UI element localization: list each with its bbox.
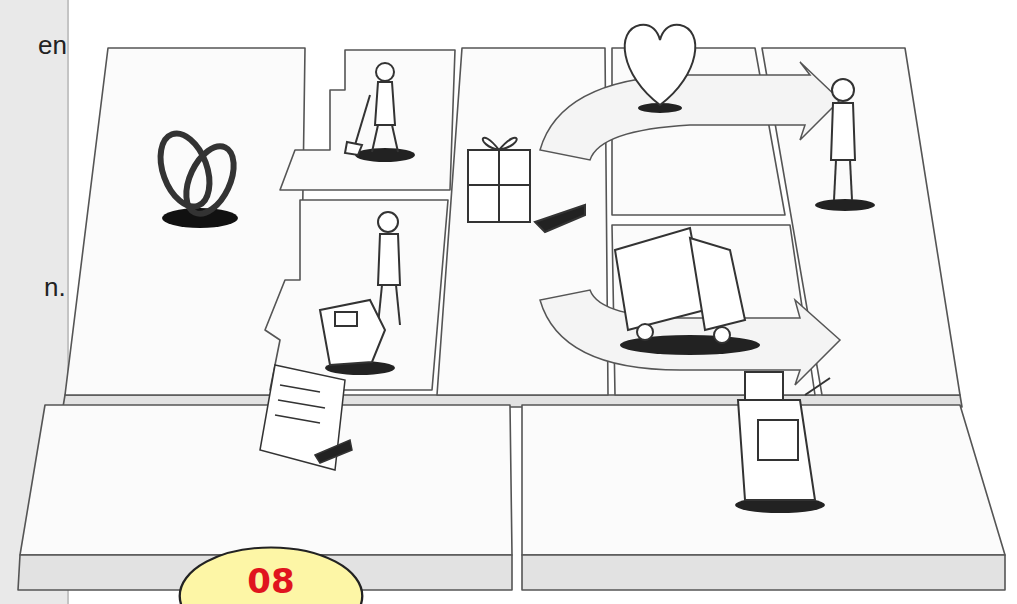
rings-icon [151,127,243,228]
callout-number: 08 [178,564,364,598]
customer-person [815,79,875,211]
heart-icon [625,25,696,105]
cash-register-icon [735,372,830,513]
truck-icon [615,228,760,355]
gift-icon [468,138,585,232]
side-text: n. [44,272,66,303]
side-text: en [38,30,67,61]
canvas-board [18,48,1005,590]
document-icon [260,365,352,470]
digging-person [345,63,415,162]
worker-with-machine [320,212,400,375]
number-badge: 08 [178,546,364,604]
flow-arrows [540,62,840,385]
